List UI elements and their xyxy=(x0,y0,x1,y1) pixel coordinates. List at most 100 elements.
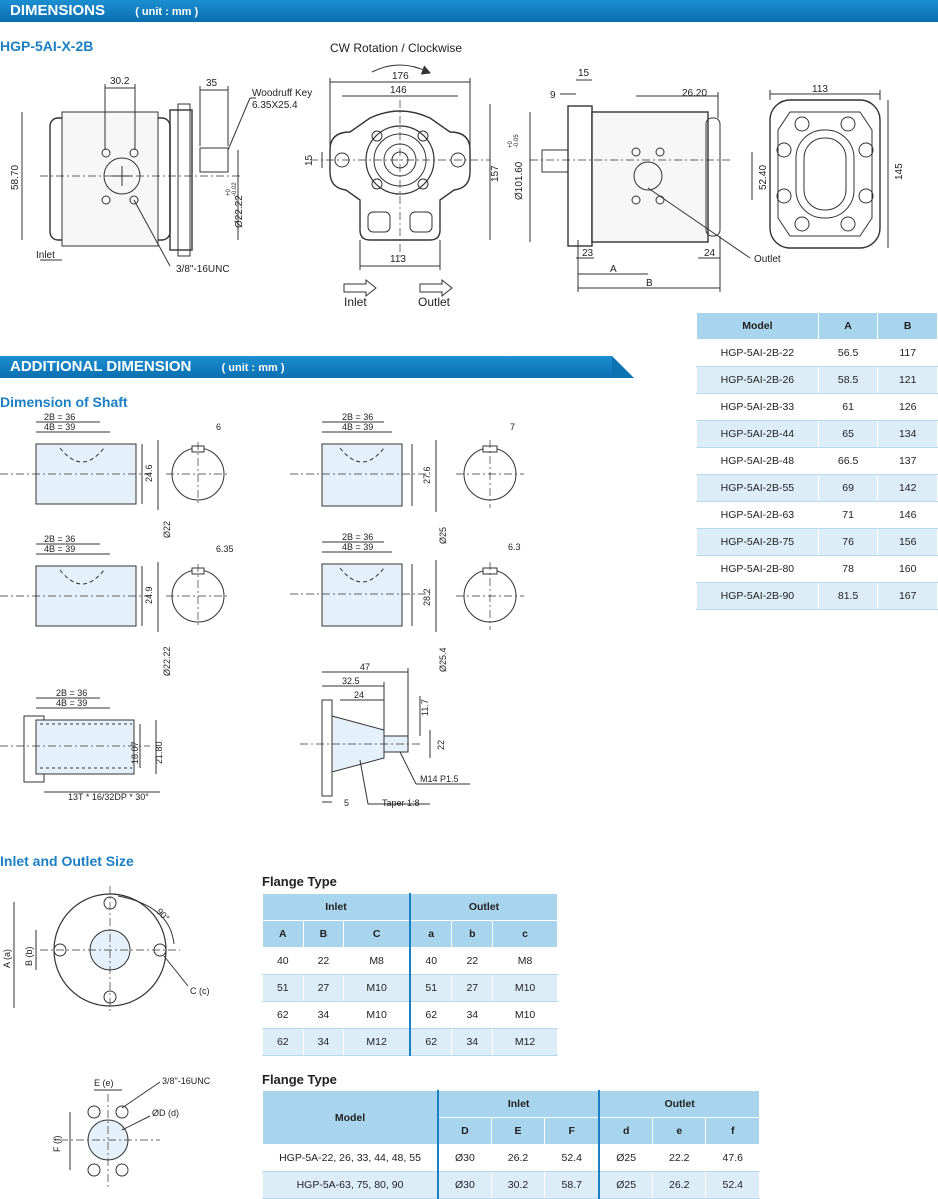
table-cell: HGP-5A-22, 26, 33, 44, 48, 55 xyxy=(262,1144,439,1172)
dim-23: 23 xyxy=(582,248,594,259)
outlet-label: Outlet xyxy=(754,254,781,265)
flange1-col-header: C xyxy=(343,920,411,948)
table-cell: HGP-5AI-2B-75 xyxy=(696,528,819,556)
shaft6-taper: Taper 1:8 xyxy=(382,798,420,808)
dim-58-70: 58.70 xyxy=(10,165,21,190)
table-cell: 61 xyxy=(817,393,879,421)
shaft1-len2: 4B = 39 xyxy=(44,422,75,432)
a-col-header: A xyxy=(817,312,879,340)
banner2-unit: ( unit : mm ) xyxy=(221,362,285,374)
table-cell: 62 xyxy=(408,1001,453,1029)
table-cell: 34 xyxy=(302,1001,345,1029)
dim-145: 145 xyxy=(894,163,905,180)
table-cell: 40 xyxy=(408,947,453,975)
flange1-col-header: c xyxy=(492,920,558,948)
flange2-e-label: E (e) xyxy=(94,1078,114,1088)
flange2-col-header: D xyxy=(436,1117,492,1145)
table-cell: M10 xyxy=(343,1001,411,1029)
shaft2-dia: Ø25 xyxy=(438,527,448,544)
flange1-col-header: A xyxy=(262,920,304,948)
flange1-col-header: a xyxy=(408,920,453,948)
flange2-col-header: e xyxy=(652,1117,707,1145)
shaft5-h2: 21.80 xyxy=(154,741,164,764)
flange1-col-header: b xyxy=(451,920,494,948)
shaft5-h1: 18.07 xyxy=(130,741,140,764)
flange-diagram-1 xyxy=(13,886,189,1014)
table-cell: 27 xyxy=(451,974,494,1002)
table-cell: Ø25 xyxy=(598,1171,654,1199)
pump-right-side-view xyxy=(529,79,753,292)
table-cell: 167 xyxy=(877,582,938,610)
table-cell: 146 xyxy=(877,501,938,529)
outlet-arrow-label: Outlet xyxy=(418,295,451,309)
flange1-inlet-header: Inlet xyxy=(261,893,411,921)
shaft6-thread: M14 P1.5 xyxy=(420,774,459,784)
table-cell: 58.7 xyxy=(544,1171,600,1199)
shaft2-len1: 2B = 36 xyxy=(342,412,373,422)
table-cell: Ø25 xyxy=(598,1144,654,1172)
pump-front-view xyxy=(310,64,491,298)
flange2-d-label: ØD (d) xyxy=(152,1108,179,1118)
table-cell: 134 xyxy=(877,420,938,448)
woodruff-size-label: 6.35X25.4 xyxy=(252,100,298,111)
pump-end-view xyxy=(769,90,889,249)
flange1-b-label: B (b) xyxy=(24,946,34,966)
dim-101-60: Ø101.60 xyxy=(514,161,525,200)
flange2-inlet-header: Inlet xyxy=(436,1090,600,1118)
shaft2-len2: 4B = 39 xyxy=(342,422,373,432)
shaft1-h: 24.6 xyxy=(144,464,154,482)
table-cell: HGP-5AI-2B-22 xyxy=(696,339,819,367)
table-cell: 26.2 xyxy=(490,1144,546,1172)
table-cell: 27 xyxy=(302,974,345,1002)
table-cell: M8 xyxy=(492,947,558,975)
table-cell: Ø30 xyxy=(436,1144,492,1172)
flange2-col-header: d xyxy=(598,1117,654,1145)
table-cell: 52.4 xyxy=(705,1171,760,1199)
shaft6-5: 5 xyxy=(344,798,349,808)
table-cell: 78 xyxy=(817,555,879,583)
table-cell: HGP-5AI-2B-63 xyxy=(696,501,819,529)
flange-diagram-2 xyxy=(60,1081,161,1190)
table-cell: HGP-5AI-2B-26 xyxy=(696,366,819,394)
shaft2-key: 7 xyxy=(510,422,515,432)
table-cell: 62 xyxy=(262,1028,304,1056)
shaft3-len1: 2B = 36 xyxy=(44,534,75,544)
inlet-arrow-label: Inlet xyxy=(344,295,367,309)
table-cell: 117 xyxy=(877,339,938,367)
table-cell: M10 xyxy=(492,1001,558,1029)
shaft5-spline: 13T * 16/32DP * 30° xyxy=(68,792,149,802)
shaft3-dia: Ø22.22 xyxy=(162,646,172,676)
dim-157: 157 xyxy=(490,165,501,182)
banner-title: DIMENSIONS xyxy=(10,2,106,19)
table-cell: HGP-5AI-2B-55 xyxy=(696,474,819,502)
table-cell: M10 xyxy=(492,974,558,1002)
table-cell: 62 xyxy=(408,1028,453,1056)
shaft4-dia: Ø25.4 xyxy=(438,647,448,672)
flange2-thread-label: 3/8"-16UNC xyxy=(162,1076,211,1086)
flange2-outlet-header: Outlet xyxy=(598,1090,761,1118)
dim-52-40: 52.40 xyxy=(758,165,769,190)
shaft5-len1: 2B = 36 xyxy=(56,688,87,698)
table-cell: 51 xyxy=(262,974,304,1002)
shaft6-22: 22 xyxy=(436,740,446,750)
flange2-col-header: f xyxy=(705,1117,760,1145)
table-cell: 52.4 xyxy=(544,1144,600,1172)
dim-30-2: 30.2 xyxy=(110,76,130,87)
b-col-header: B xyxy=(877,312,938,340)
dim-35: 35 xyxy=(206,78,218,89)
model-col-header: Model xyxy=(696,312,819,340)
flange2-model-header: Model xyxy=(262,1090,439,1145)
flange2-col-header: E xyxy=(490,1117,546,1145)
flange2-col-header: F xyxy=(544,1117,600,1145)
